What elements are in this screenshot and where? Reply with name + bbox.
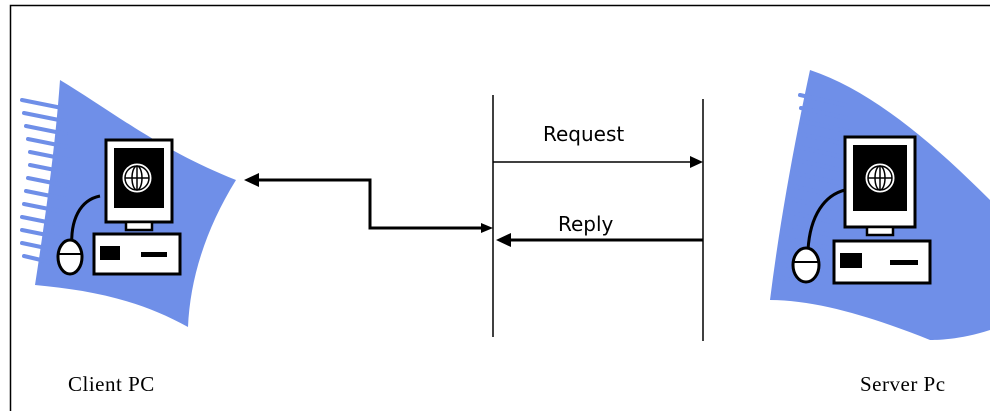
client-pc-label: Client PC [68, 374, 155, 395]
client-computer-icon [22, 80, 236, 327]
request-arrow [493, 156, 703, 168]
reply-label: Reply [558, 214, 613, 234]
request-label: Request [543, 124, 624, 144]
server-pc-label: Server Pc [860, 374, 946, 395]
client-connector-arrow [244, 173, 493, 233]
server-computer-icon [770, 70, 990, 340]
